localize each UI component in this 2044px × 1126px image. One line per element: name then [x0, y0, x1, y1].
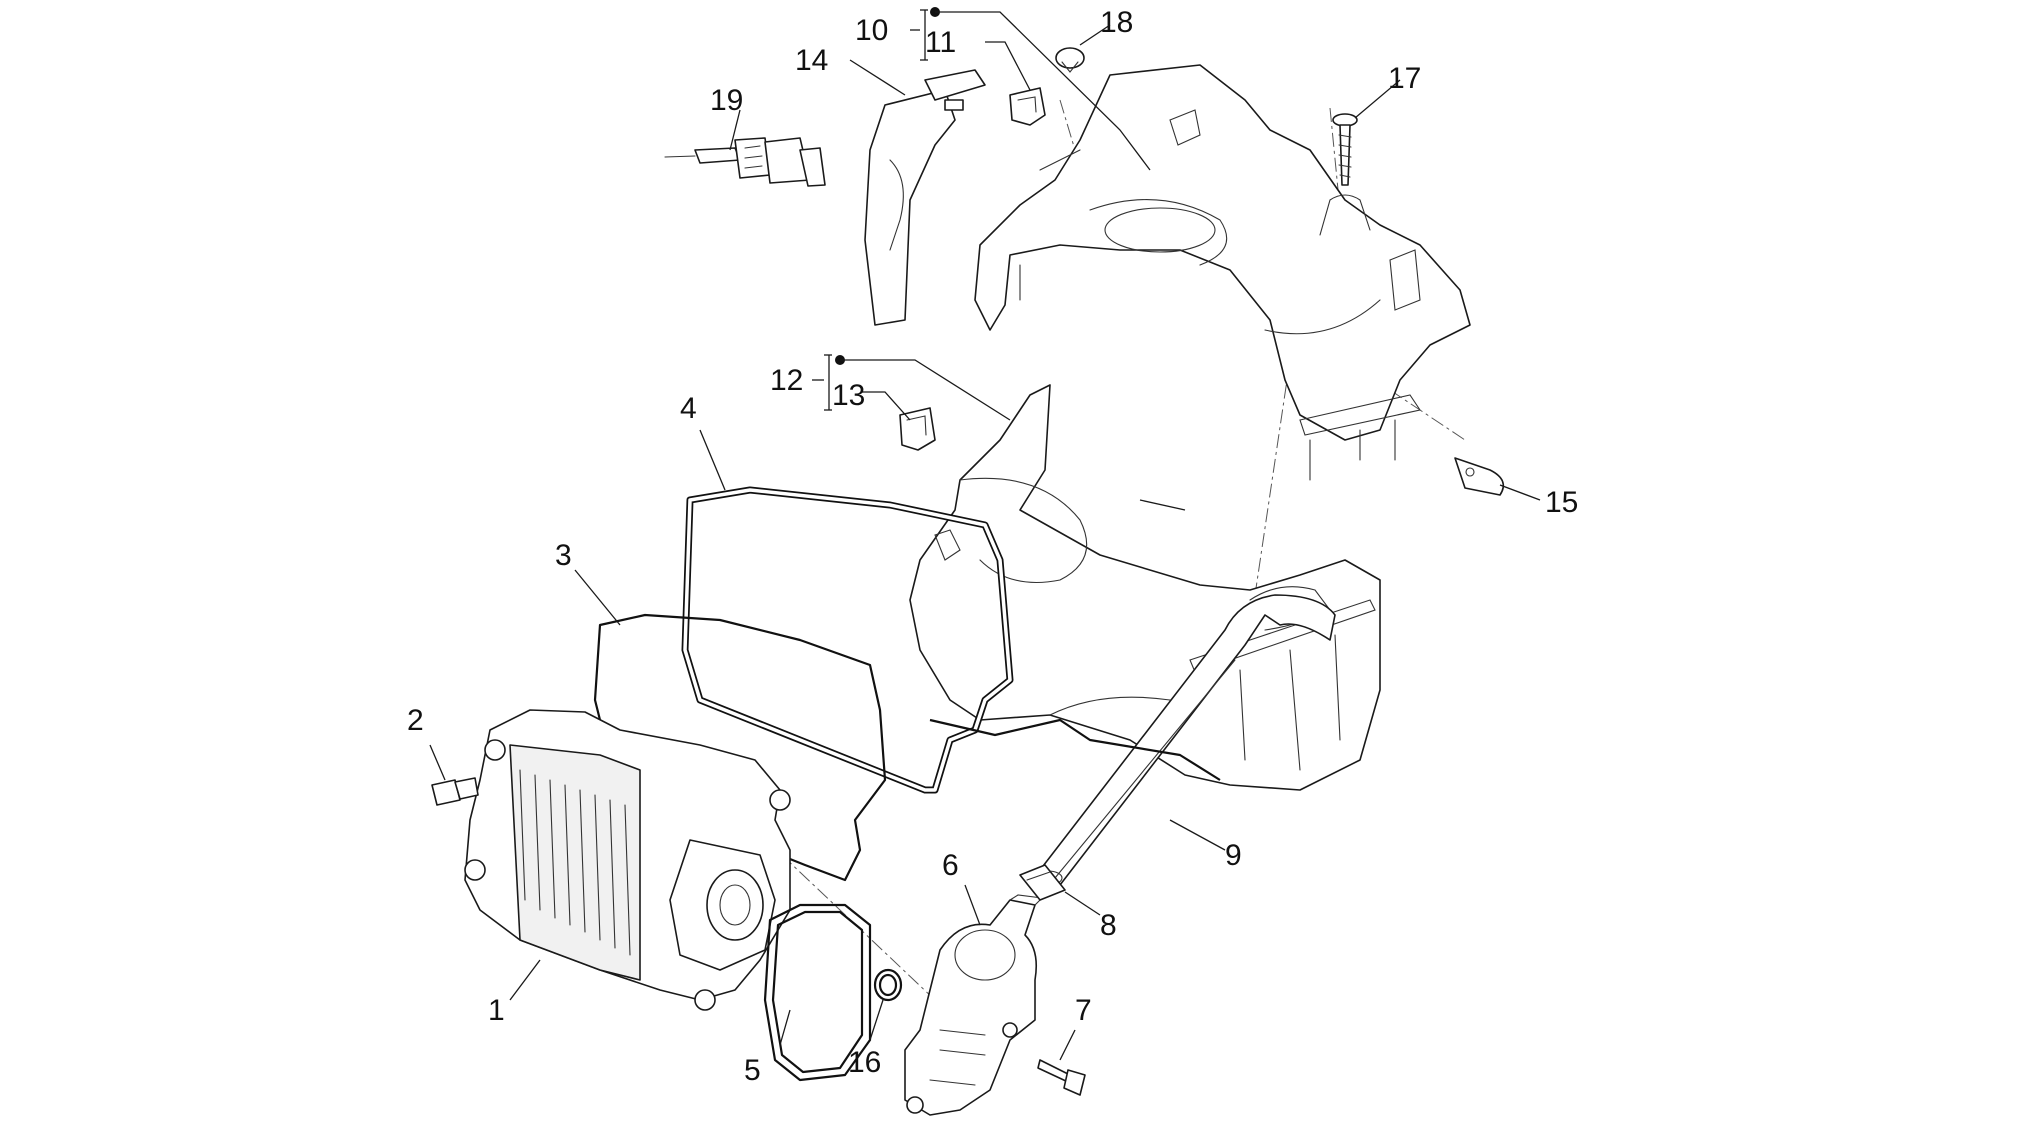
callout-12: 12	[770, 364, 803, 397]
part-valve-cover	[464, 709, 791, 1011]
callout-5: 5	[744, 1054, 761, 1087]
part-lower-duct	[909, 384, 1381, 791]
callout-19: 19	[710, 84, 743, 117]
callout-6: 6	[942, 849, 959, 882]
callout-4: 4	[680, 392, 697, 425]
leader-lines	[429, 24, 1541, 1061]
part-seal-5	[763, 903, 872, 1082]
callout-18: 18	[1100, 6, 1133, 39]
part-bolt-2	[431, 777, 479, 806]
callout-13: 13	[832, 379, 865, 412]
part-o-ring-16	[873, 968, 903, 1002]
callout-11: 11	[925, 26, 956, 59]
part-bolt-7	[1037, 1059, 1086, 1096]
kit-bracket-10-11	[910, 7, 1151, 171]
callout-16: 16	[848, 1046, 881, 1079]
kit-bracket-12-13	[812, 354, 1011, 421]
callout-2: 2	[407, 704, 424, 737]
part-breather-housing	[904, 894, 1044, 1116]
part-cable-clip-15	[1454, 457, 1505, 496]
part-cover-plate	[864, 69, 986, 326]
part-hose-clamp-18	[1055, 47, 1085, 73]
callout-7: 7	[1075, 994, 1092, 1027]
callout-8: 8	[1100, 909, 1117, 942]
callout-labels: 1 2 3 4 5 6 7 8 9 10 11 12 13 14 15 16 1…	[407, 6, 1578, 1087]
callout-14: 14	[795, 44, 828, 77]
part-clip-11	[1009, 87, 1046, 126]
callout-3: 3	[555, 539, 572, 572]
callout-10: 10	[855, 14, 888, 47]
callout-15: 15	[1545, 486, 1578, 519]
part-spark-plug	[664, 137, 826, 187]
part-sleeve-8	[1019, 864, 1066, 901]
callout-17: 17	[1388, 62, 1421, 95]
callout-9: 9	[1225, 839, 1242, 872]
callout-1: 1	[488, 994, 505, 1027]
cooling-fins	[519, 769, 631, 956]
part-screw-17	[1332, 113, 1358, 186]
part-upper-cover	[974, 64, 1471, 481]
